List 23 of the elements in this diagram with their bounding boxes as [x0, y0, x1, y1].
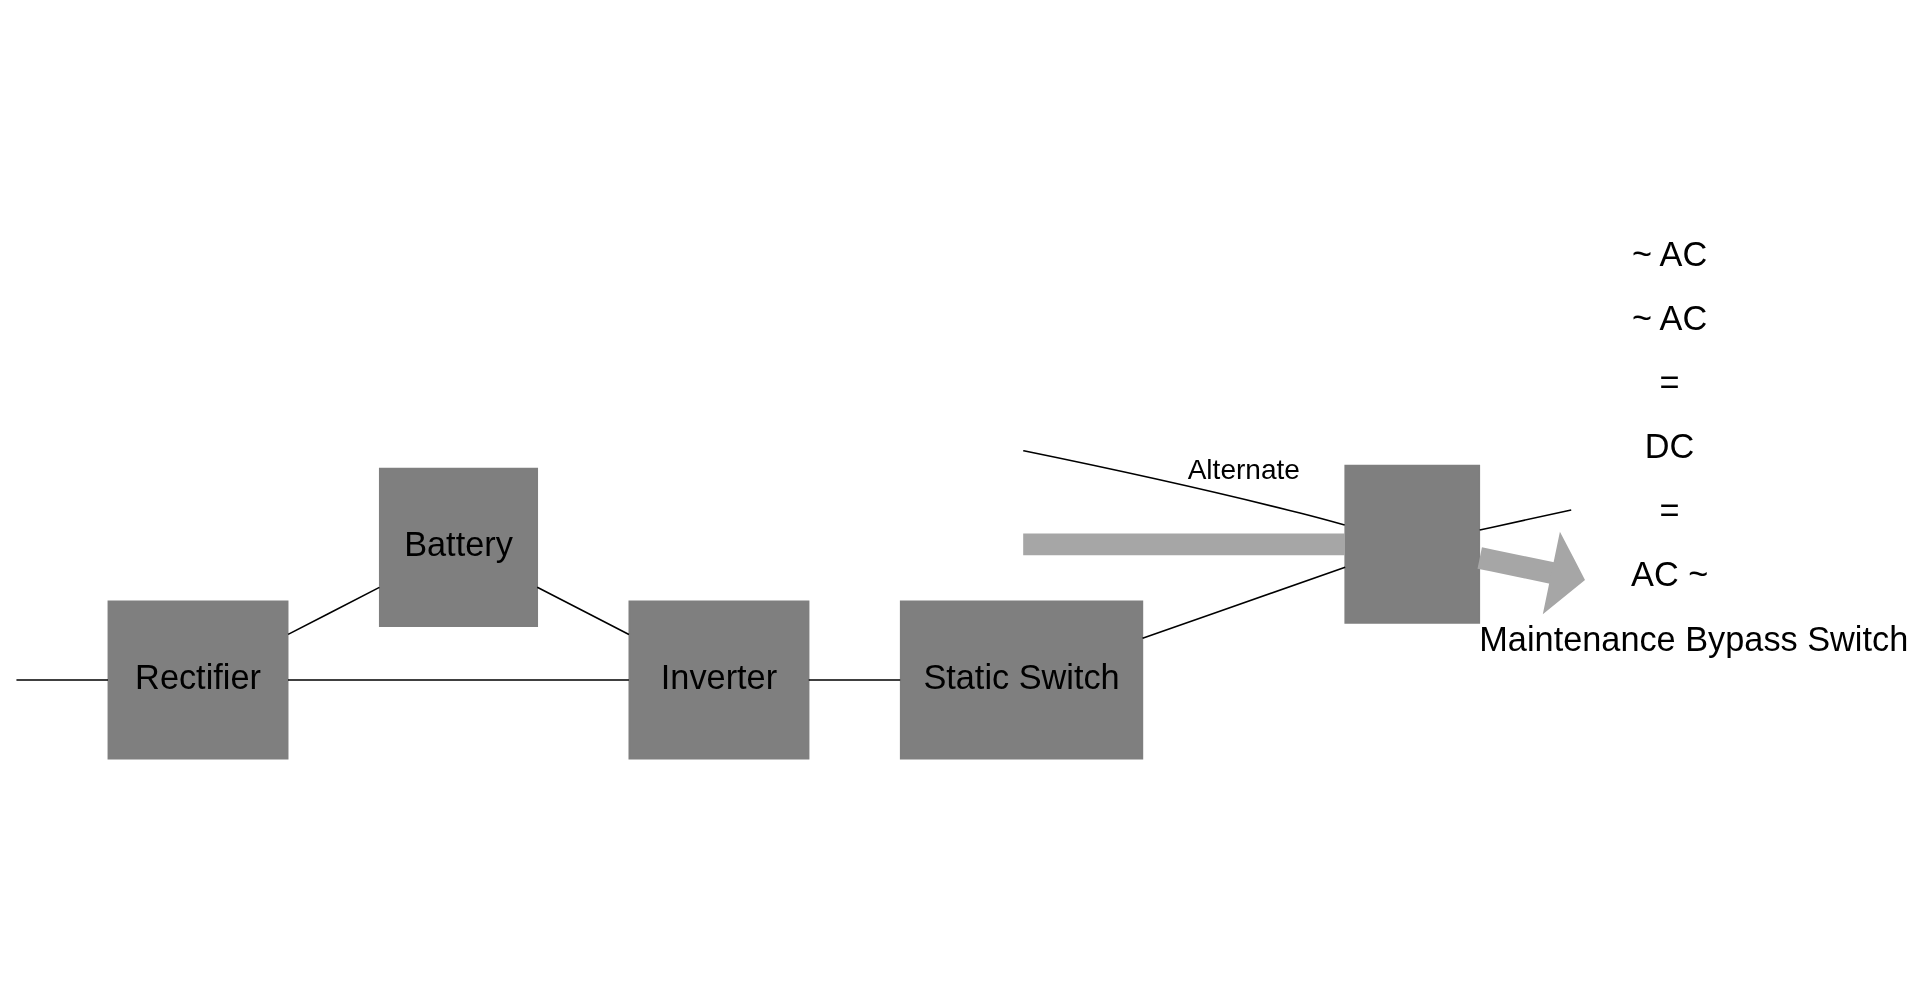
label: = — [1659, 490, 1680, 529]
label: DC — [1644, 426, 1695, 465]
node-box: Battery — [378, 467, 539, 627]
connector — [808, 679, 901, 681]
connector — [1022, 449, 1346, 526]
node-box: Inverter — [628, 600, 810, 760]
arrow — [1477, 531, 1585, 615]
label: = — [1659, 362, 1680, 401]
label: AC ~ — [1631, 554, 1709, 593]
node-box: Rectifier — [107, 600, 289, 760]
label: ~ AC — [1631, 299, 1708, 337]
connector — [1023, 533, 1345, 556]
label: ~ AC — [1631, 235, 1708, 274]
connector — [15, 679, 109, 681]
edge-label: Alternate — [1187, 454, 1300, 486]
node-box — [1344, 464, 1481, 624]
connector — [287, 679, 630, 681]
node-box: Static Switch — [899, 600, 1144, 760]
connector — [536, 586, 630, 636]
node-label: Maintenance Bypass Switch — [1479, 619, 1909, 658]
connector — [1141, 566, 1346, 639]
connector — [1478, 509, 1572, 531]
connector — [287, 586, 381, 636]
